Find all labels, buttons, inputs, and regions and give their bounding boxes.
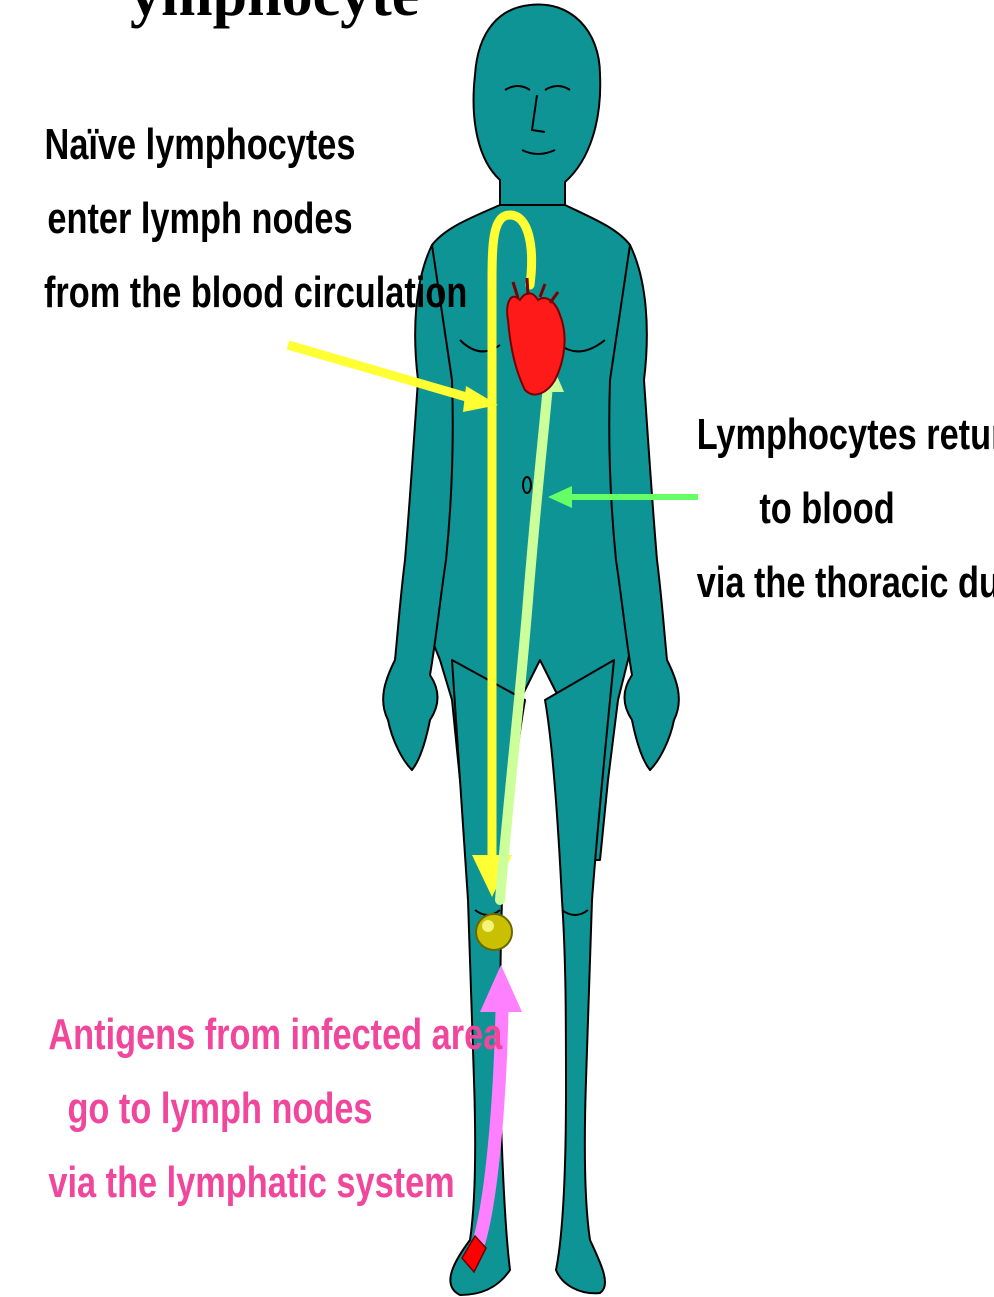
left-arm-shape [383,245,453,770]
return-label-line-1: Lymphocytes return [697,398,958,472]
antigens-label-line-3: via the lymphatic system [48,1146,391,1220]
right-leg-shape [545,660,614,1293]
naive-label-line-3: from the blood circulation [44,256,356,330]
lymphocytes-return-label: Lymphocytes return to blood via the thor… [697,398,958,620]
naive-label-line-2: enter lymph nodes [44,182,356,256]
return-label-line-3: via the thoracic duct [697,546,958,620]
lymph-node-icon [476,914,512,950]
return-label-line-2: to blood [697,472,958,546]
antigens-label-line-1: Antigens from infected area [48,998,391,1072]
antigens-label: Antigens from infected area go to lymph … [48,998,391,1220]
antigens-label-line-2: go to lymph nodes [48,1072,391,1146]
naive-label-line-1: Naïve lymphocytes [44,108,356,182]
naive-lymphocytes-label: Naïve lymphocytes enter lymph nodes from… [44,108,356,330]
head-shape [474,4,601,225]
human-body-figure [383,4,679,1295]
